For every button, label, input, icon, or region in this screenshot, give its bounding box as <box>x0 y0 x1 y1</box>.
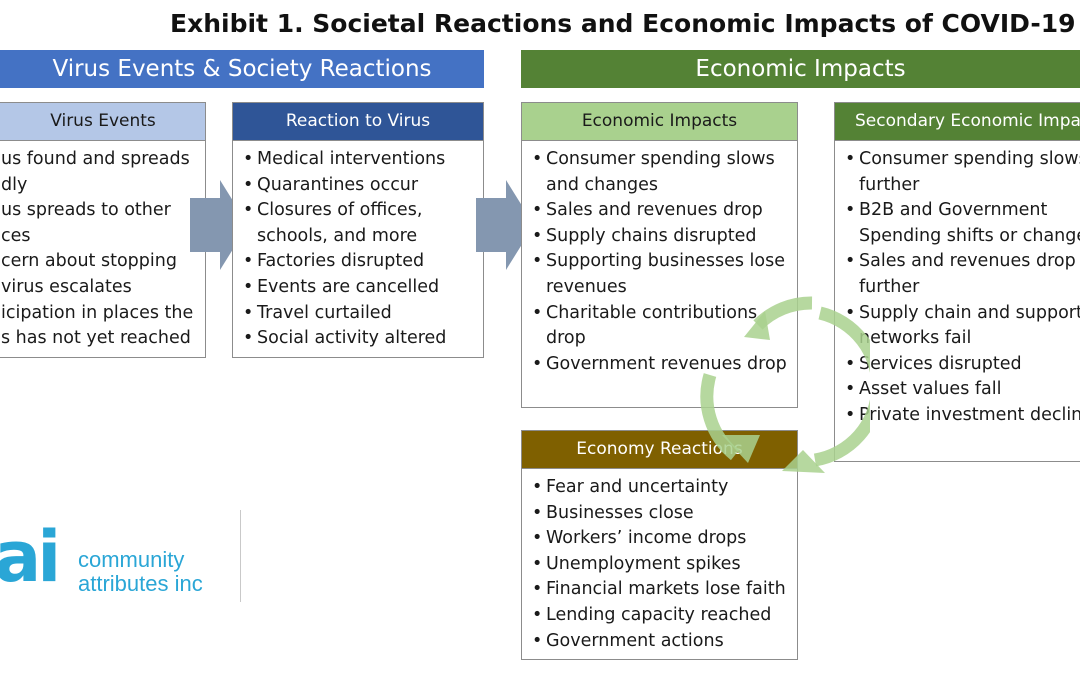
economic-impacts-item: Sales and revenues drop <box>532 198 789 224</box>
economic-impacts-item: Government revenues drop <box>532 352 789 378</box>
virus-events-item: ces <box>1 225 31 246</box>
secondary-impacts-item: Private investment declin <box>845 403 1080 429</box>
reaction-item: Travel curtailed <box>243 301 475 327</box>
reaction-item: Closures of offices, schools, and more <box>243 198 475 249</box>
reaction-item: Factories disrupted <box>243 249 475 275</box>
reaction-item: Events are cancelled <box>243 275 475 301</box>
economy-reactions-item: Government actions <box>532 629 789 655</box>
secondary-impacts-item: Consumer spending slows further <box>845 147 1080 198</box>
community-attributes-logo: ai community attributes inc <box>0 510 245 605</box>
economy-reactions-item: Unemployment spikes <box>532 552 789 578</box>
reaction-item: Social activity altered <box>243 326 475 352</box>
secondary-economic-impacts-heading: Secondary Economic Impa <box>835 103 1080 141</box>
virus-events-item: virus escalates <box>1 276 132 297</box>
logo-line-2: attributes inc <box>78 571 203 596</box>
reaction-to-virus-heading: Reaction to Virus <box>233 103 483 141</box>
economic-impacts-item: Charitable contributions drop <box>532 301 789 352</box>
secondary-economic-impacts-box: Secondary Economic Impa Consumer spendin… <box>834 102 1080 462</box>
logo-mark: ai <box>0 516 61 598</box>
economy-reactions-item: Fear and uncertainty <box>532 475 789 501</box>
banner-economic-impacts: Economic Impacts <box>521 50 1080 88</box>
secondary-impacts-item: Sales and revenues drop further <box>845 249 1080 300</box>
reaction-to-virus-box: Reaction to Virus Medical interventions … <box>232 102 484 358</box>
economic-impacts-heading: Economic Impacts <box>522 103 797 141</box>
economy-reactions-item: Lending capacity reached <box>532 603 789 629</box>
virus-events-heading: Virus Events <box>0 103 205 141</box>
exhibit-title: Exhibit 1. Societal Reactions and Econom… <box>170 9 1076 38</box>
logo-divider <box>240 510 241 602</box>
secondary-impacts-item: Supply chain and support networks fail <box>845 301 1080 352</box>
virus-events-item: us found and spreads <box>1 149 190 169</box>
secondary-impacts-item: Asset values fall <box>845 377 1080 403</box>
economy-reactions-item: Financial markets lose faith <box>532 577 789 603</box>
logo-wordmark: community attributes inc <box>78 548 203 596</box>
economic-impacts-box: Economic Impacts Consumer spending slows… <box>521 102 798 408</box>
economy-reactions-item: Businesses close <box>532 501 789 527</box>
flow-arrow-icon <box>476 180 534 270</box>
reaction-item: Medical interventions <box>243 147 475 173</box>
economic-impacts-item: Supporting businesses lose revenues <box>532 249 789 300</box>
virus-events-item: icipation in places the <box>1 302 194 323</box>
virus-events-item: us spreads to other <box>1 200 171 221</box>
economy-reactions-item: Workers’ income drops <box>532 526 789 552</box>
economic-impacts-item: Consumer spending slows and changes <box>532 147 789 198</box>
secondary-impacts-item: Services disrupted <box>845 352 1080 378</box>
feedback-cycle-icon <box>700 296 870 473</box>
secondary-impacts-item: B2B and Government Spending shifts or ch… <box>845 198 1080 249</box>
banner-virus-events-society-reactions: Virus Events & Society Reactions <box>0 50 484 88</box>
virus-events-box: Virus Events us found and spreads dly us… <box>0 102 206 358</box>
economic-impacts-item: Supply chains disrupted <box>532 224 789 250</box>
logo-line-1: community <box>78 547 185 572</box>
virus-events-item: dly <box>1 174 28 195</box>
reaction-item: Quarantines occur <box>243 173 475 199</box>
virus-events-item: s has not yet reached <box>1 328 191 349</box>
economy-reactions-box: Economy Reactions Fear and uncertainty B… <box>521 430 798 660</box>
virus-events-item: cern about stopping <box>1 251 177 272</box>
